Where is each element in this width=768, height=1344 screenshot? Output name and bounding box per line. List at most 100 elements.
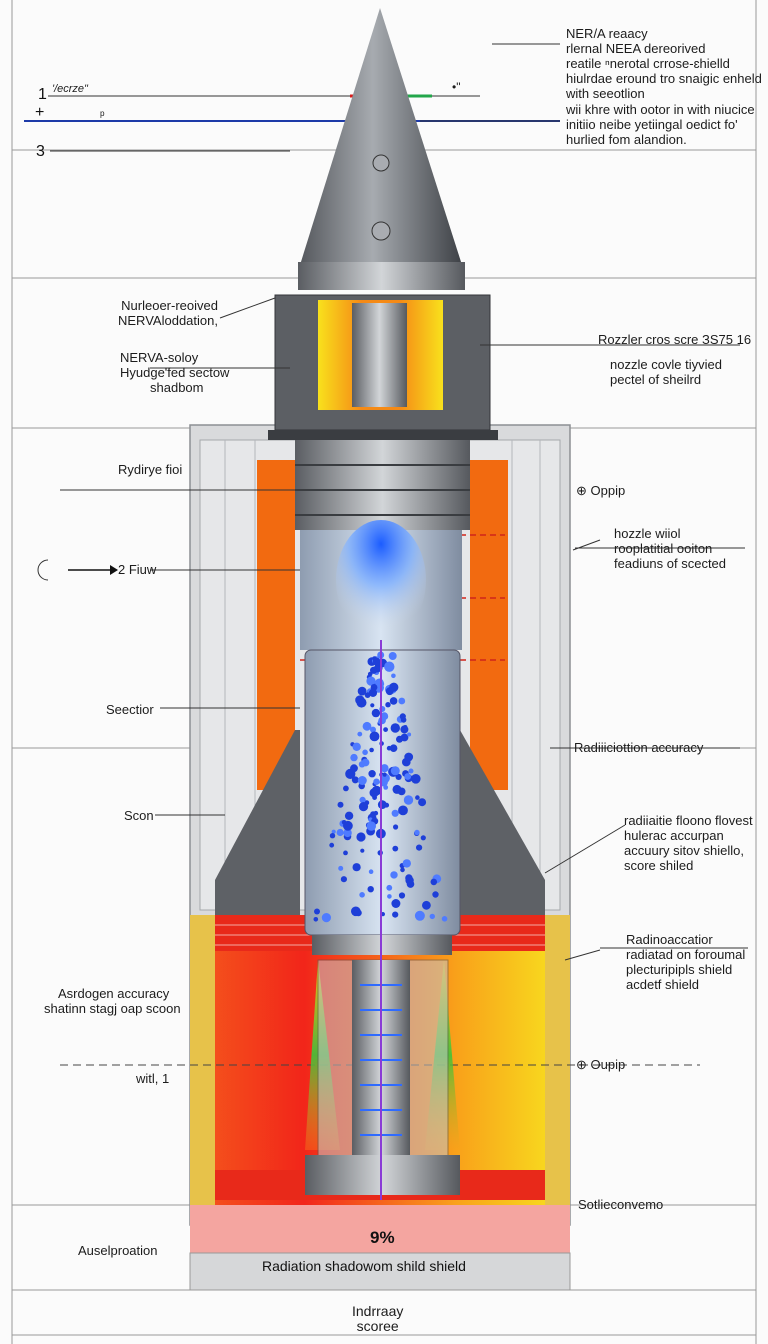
hydrogen-bubble <box>368 770 376 778</box>
coupling-rings <box>295 464 470 516</box>
hydrogen-bubble <box>367 886 374 893</box>
hydrogen-bubble <box>399 713 406 720</box>
hydrogen-bubble <box>343 850 348 856</box>
hydrogen-bubble <box>344 811 354 820</box>
hydrogen-bubble <box>343 785 349 792</box>
percent-value: 9% <box>370 1228 395 1247</box>
hydrogen-bubble <box>380 764 389 773</box>
hydrogen-bubble <box>416 844 423 851</box>
left-leader-lines <box>60 297 300 816</box>
hydrogen-bubble <box>373 810 379 816</box>
label-radiation-accuracy: Radiiiciottion accuracy <box>574 740 704 755</box>
hydrogen-bubble <box>390 766 400 776</box>
hydrogen-bubble <box>350 764 358 773</box>
housing-flange <box>268 430 498 440</box>
flow-arrow <box>110 565 118 575</box>
hydrogen-bubble <box>362 721 372 731</box>
core-rod <box>352 303 407 407</box>
hydrogen-bubble <box>329 833 336 839</box>
hydrogen-bubble <box>343 828 352 838</box>
hydrogen-bubble <box>418 798 427 807</box>
hydrogen-bubble <box>390 723 400 733</box>
hydrogen-bubble <box>314 908 320 915</box>
base-plate <box>189 1252 571 1291</box>
label-hydrogen: Rydirye fioi <box>118 462 183 477</box>
hydrogen-bubble <box>358 802 369 812</box>
hydrogen-bubble <box>400 867 405 873</box>
label-nozzle-cross: Rozzler cros scre ЗS75 16 <box>598 332 752 347</box>
hydrogen-bubble <box>369 731 380 742</box>
hydrogen-bubble <box>357 731 363 737</box>
hydrogen-bubble <box>432 891 439 898</box>
hydrogen-bubble <box>369 747 374 753</box>
hydrogen-bubble <box>395 773 402 781</box>
nose-cone <box>300 8 462 265</box>
marker-1: 1 <box>38 86 47 103</box>
hydrogen-bubble <box>361 758 370 767</box>
marker-p: ᵖ <box>100 108 105 122</box>
hydrogen-bubble <box>370 666 378 674</box>
hydrogen-bubble <box>369 788 379 798</box>
hydrogen-bubble <box>313 917 319 922</box>
hydrogen-bubble <box>391 899 401 908</box>
hydrogen-bubble <box>422 900 431 910</box>
hydrogen-bubble <box>329 842 335 848</box>
hydrogen-bubble <box>351 906 361 917</box>
left-hot-wall <box>257 460 295 790</box>
hydrogen-bubble <box>390 871 398 879</box>
hydrogen-bubble <box>359 796 366 804</box>
hydrogen-bubble <box>377 800 387 809</box>
hydrogen-bubble <box>331 829 336 834</box>
hydrogen-bubble <box>366 821 376 831</box>
hydrogen-bubble <box>441 916 448 922</box>
bottom-banner: Radiation shadowom shild shield <box>262 1258 466 1274</box>
right-leader-lines <box>420 43 748 961</box>
hydrogen-bubble <box>389 682 399 692</box>
hydrogen-bubble <box>337 801 344 808</box>
hydrogen-bubble <box>402 757 411 767</box>
hydrogen-bubble <box>407 732 412 737</box>
hydrogen-bubble <box>397 787 406 796</box>
hydrogen-bubble <box>357 776 367 785</box>
label-wifi: witl, 1 <box>136 1071 170 1086</box>
hydrogen-bubble <box>370 703 375 708</box>
hydrogen-bubble <box>373 778 380 785</box>
hydrogen-bubble <box>388 652 397 660</box>
hydrogen-bubble <box>384 661 395 672</box>
hydrogen-bubble <box>357 686 367 696</box>
label-flow: 2 Fiuw <box>118 562 157 577</box>
hydrogen-bubble <box>368 869 374 874</box>
hydrogen-bubble <box>402 859 411 868</box>
hydrogen-bubble <box>383 727 388 732</box>
right-gravel-layer <box>545 915 570 1205</box>
hydrogen-bubble <box>371 708 381 718</box>
hydrogen-bubble <box>392 845 399 852</box>
hydrogen-bubble <box>359 892 365 898</box>
base-ring <box>305 1155 460 1195</box>
hydrogen-bubble <box>340 876 347 883</box>
hydrogen-bubble <box>393 824 399 830</box>
cone-collar <box>298 262 465 290</box>
hydrogen-bubbles <box>313 651 448 923</box>
hydrogen-bubble <box>356 832 366 842</box>
hydrogen-bubble <box>414 910 425 921</box>
marker-x: •" <box>452 80 461 94</box>
hydrogen-bubble <box>366 676 376 686</box>
hydrogen-bubble <box>398 805 408 816</box>
hydrogen-bubble <box>351 776 359 784</box>
plus-marker: + <box>35 104 45 121</box>
hydrogen-bubble <box>352 742 361 751</box>
hydrogen-bubble <box>398 697 406 705</box>
label-oppip-2: ⊕ Oupip <box>576 1057 626 1072</box>
hydrogen-bubble <box>389 744 398 752</box>
hydrogen-bubble <box>411 774 421 784</box>
hydrogen-bubble <box>430 878 438 886</box>
hydrogen-bubble <box>386 884 393 891</box>
